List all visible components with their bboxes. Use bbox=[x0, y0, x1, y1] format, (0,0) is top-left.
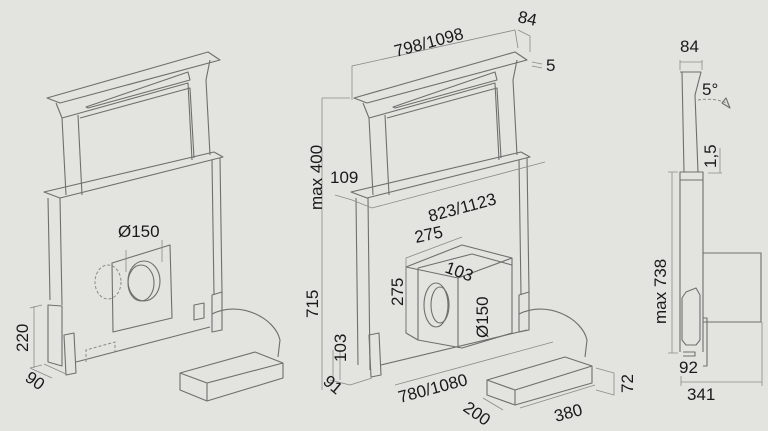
label-box-height: 275 bbox=[388, 278, 407, 306]
label-foot-height: 220 bbox=[13, 324, 32, 352]
label-box-width: 275 bbox=[413, 222, 445, 246]
tilt-arrow bbox=[721, 97, 731, 109]
left-perspective-view: Ø150 220 90 bbox=[13, 51, 284, 402]
duct-outlet bbox=[127, 260, 161, 302]
label-max-rise: max 400 bbox=[307, 145, 326, 210]
foot-right bbox=[211, 291, 223, 333]
label-base-height: 103 bbox=[331, 334, 350, 362]
body-side bbox=[679, 180, 704, 352]
label-top-frame-height: 109 bbox=[330, 168, 358, 187]
alt-duct-position bbox=[94, 264, 122, 300]
label-top-depth: 84 bbox=[516, 7, 538, 30]
label-motor-height: 72 bbox=[618, 374, 637, 393]
foot-side bbox=[681, 287, 701, 346]
label-foot-depth: 90 bbox=[22, 368, 48, 394]
label-side-top-width: 84 bbox=[680, 37, 699, 56]
top-bar bbox=[46, 51, 221, 104]
fan-box-side bbox=[703, 252, 762, 323]
motor-box bbox=[179, 351, 284, 402]
fan-duct bbox=[423, 282, 449, 328]
label-tilt-offset: 1,5 bbox=[701, 144, 720, 168]
worktop-rim bbox=[43, 151, 224, 199]
label-top-offset: 5 bbox=[546, 56, 555, 75]
center-perspective-view: 798/1098 84 5 max 400 109 823/1123 715 1… bbox=[303, 7, 637, 429]
top-bar bbox=[353, 51, 528, 104]
power-cable bbox=[211, 308, 281, 358]
label-frame-width: 823/1123 bbox=[426, 189, 498, 225]
label-top-width: 798/1098 bbox=[392, 24, 465, 61]
glass-panel-side bbox=[680, 71, 702, 173]
light-strip bbox=[392, 71, 498, 109]
label-box-depth: 103 bbox=[443, 258, 476, 286]
side-view: 84 5° 1,5 max 738 92 341 bbox=[651, 37, 763, 404]
label-duct-diameter: Ø150 bbox=[118, 222, 160, 241]
power-cable bbox=[518, 308, 588, 358]
worktop-rim bbox=[350, 151, 531, 199]
label-total-depth: 341 bbox=[687, 385, 715, 404]
motor-box bbox=[486, 356, 593, 406]
label-max-height: max 738 bbox=[651, 259, 670, 324]
label-tilt-angle: 5° bbox=[702, 80, 718, 99]
label-motor-depth: 200 bbox=[460, 398, 494, 430]
duct-plate bbox=[111, 244, 173, 333]
light-strip bbox=[85, 71, 191, 109]
label-motor-width: 380 bbox=[552, 400, 584, 426]
label-body-height: 715 bbox=[303, 290, 322, 318]
label-base-depth: 92 bbox=[679, 358, 698, 377]
label-base-depth: 91 bbox=[319, 372, 346, 399]
foot-left bbox=[47, 304, 63, 367]
label-box-duct: Ø150 bbox=[473, 296, 492, 338]
fan-box bbox=[405, 244, 513, 349]
label-base-width: 780/1080 bbox=[396, 370, 469, 407]
